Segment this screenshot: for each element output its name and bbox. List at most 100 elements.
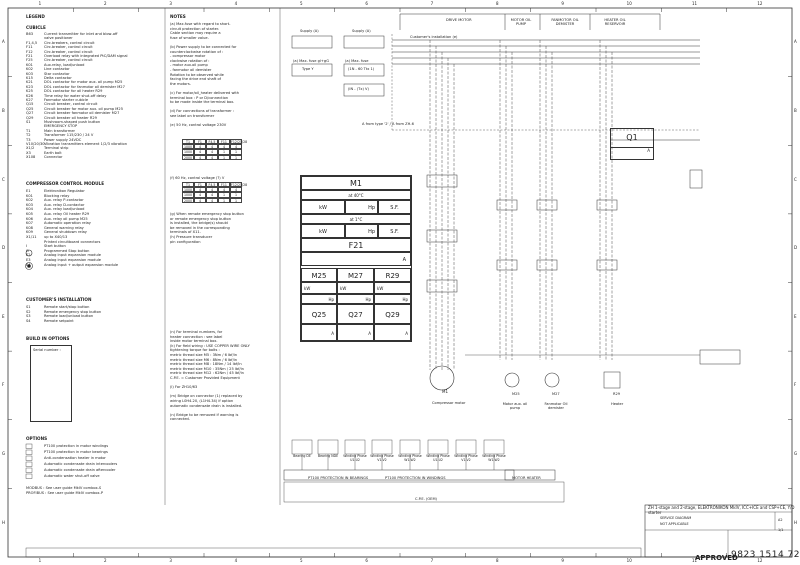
note-line: metric thread size M8 : 18Nm / 14 lbf/in	[170, 362, 242, 367]
frame-number-top: 9	[561, 1, 564, 6]
legend-code: Q29	[26, 115, 34, 120]
at-40c-cell: at 40°C	[301, 190, 411, 200]
legend-desc: PT100 protection in motor bearings	[44, 450, 108, 454]
note-line: terminals of X11.	[170, 230, 201, 235]
legend-desc: DOL contactor for fanmotor oil demister …	[44, 84, 125, 89]
voltage-table-header: F1	[194, 139, 206, 145]
frame-number-top: 11	[692, 1, 698, 6]
q27-amps-cell: A	[337, 324, 374, 341]
legend-desc: Blocking relay	[44, 193, 70, 198]
start-button-symbol	[25, 249, 33, 257]
sensor-symbol	[427, 439, 449, 455]
frame-letter-left: F	[2, 382, 5, 388]
frame-letter-left: H	[2, 519, 6, 525]
sensor-label: Winding Phase W1-W2	[398, 454, 422, 462]
legend-code: E4	[26, 262, 31, 267]
voltage-table-60hz-cell: 4	[194, 192, 206, 198]
rating-b-label: (1N - 60 Ttx 1)	[348, 67, 375, 71]
aux-pump-motor-symbol	[504, 372, 520, 388]
note-line: counterclockwise rotation of :	[170, 49, 224, 54]
legend-desc: Vibration transmitters element 1/2/3 vib…	[44, 142, 127, 146]
legend-desc: Remote load/unload button	[44, 314, 94, 319]
legend-desc: Anti-condensation heater in motor	[44, 456, 106, 460]
frame-letter-right: F	[794, 382, 797, 388]
voltage-table-60hz-cell: 4	[206, 192, 218, 198]
options-heading: OPTIONS	[26, 436, 48, 441]
legend-code: K01	[26, 193, 33, 198]
m25-label: M25	[512, 392, 520, 396]
legend-code: K03	[26, 71, 33, 76]
breaker-symbol	[496, 259, 518, 271]
note-line: (n) For terminal numbers, for	[170, 330, 223, 334]
breaker-symbol	[496, 199, 518, 211]
option-checkbox	[25, 449, 33, 455]
legend-desc: General shutdown relay	[44, 230, 87, 235]
serial-number-label: Serial number :	[33, 348, 61, 352]
legend-code: S1	[26, 305, 31, 309]
q27-cell: Q27	[337, 304, 374, 324]
frame-letter-right: A	[794, 39, 797, 45]
m27-label: M27	[552, 392, 560, 396]
frame-letter-right: C	[794, 176, 797, 182]
max-fuse-a-label: (a) Max. fuse gl+gG	[293, 59, 329, 63]
legend-desc: Main transformer	[44, 128, 76, 133]
frame-number-top: 2	[104, 1, 107, 6]
legend-code: E1	[26, 189, 31, 193]
legend-desc: DOL contactor for motor aux. oil pump M2…	[44, 80, 123, 85]
note-line: wiring L0H4.20, (L1H4.34) if option	[170, 399, 234, 403]
voltage-table-60hz-cell: 1	[218, 197, 230, 203]
frame-number-top: 10	[626, 1, 632, 6]
m27-kw-cell: kW	[337, 282, 374, 294]
sensor-symbol	[291, 439, 313, 455]
legend-code: K03	[26, 202, 33, 207]
terminal-strip	[699, 349, 741, 365]
legend-desc: Aux. relay load/unload	[44, 207, 85, 212]
hp-cell-2: Hp	[345, 224, 378, 238]
sensor-symbol	[483, 439, 505, 455]
option-checkbox	[25, 467, 33, 473]
title-block-outline	[644, 504, 793, 558]
legend-desc: Power supply 24VDC	[44, 137, 82, 142]
q1-box: Q1 A	[610, 128, 654, 160]
frame-letter-left: G	[2, 451, 6, 457]
stop-button-symbol	[25, 262, 33, 270]
supply-a-box	[291, 35, 333, 49]
fanmotor-symbol	[544, 372, 560, 388]
legend-code: K26	[26, 93, 33, 98]
heater-reservoir-header: HEATER OIL RESERVOIR	[604, 18, 626, 27]
frame-number-top: 1	[38, 1, 42, 6]
option-checkbox	[25, 443, 33, 449]
voltage-table-cell: 1	[218, 154, 230, 160]
sheet-size: A2	[778, 518, 783, 522]
options-note-modbus: MODBUS : See user guide MkIV combox-S	[26, 486, 102, 490]
voltage-table-cell: 4	[230, 144, 242, 150]
voltage-table-cell: 2000	[182, 154, 194, 160]
customers-installation-label: Customer's installation (e)	[410, 35, 458, 39]
legend-desc: Current transmitter for inlet and blow-o…	[44, 32, 118, 36]
motor-oil-pump-header: MOTOR OIL PUMP	[510, 18, 532, 27]
frame-number-bottom: 10	[626, 558, 632, 563]
legend-desc: Delta contactor	[44, 76, 72, 80]
service-diagram-label: SERVICE DIAGRAM	[660, 516, 692, 520]
q1-amps: A	[647, 148, 650, 153]
legend-code: T2	[26, 133, 31, 138]
frame-letter-right: B	[794, 107, 797, 113]
legend-code: K07	[26, 221, 33, 226]
legend-desc: Overload relay with integrated PtC/DAM s…	[44, 54, 128, 58]
legend-desc: General warning relay	[44, 225, 84, 230]
m27-hp-cell: Hp	[337, 294, 374, 304]
voltage-table-header: F4,5	[206, 139, 218, 145]
serial-number-box: Serial number :	[30, 345, 72, 422]
frame-number-bottom: 5	[300, 558, 303, 563]
m27-cell: M27	[337, 268, 374, 282]
note-line: to be made inside the terminal box.	[170, 100, 235, 105]
legend-code: O	[26, 248, 29, 253]
legend-desc: Aux. relay D-contactor	[44, 202, 85, 207]
voltage-table-60hz-header: F12/25/28	[230, 182, 248, 188]
voltage-table-60hz-cell: 1	[218, 192, 230, 198]
note-line: (d) For connections of transformer :	[170, 109, 235, 114]
breaker-symbol	[536, 259, 558, 271]
frame-number-bottom: 2	[104, 558, 107, 563]
frame-number-top: 4	[234, 1, 238, 6]
